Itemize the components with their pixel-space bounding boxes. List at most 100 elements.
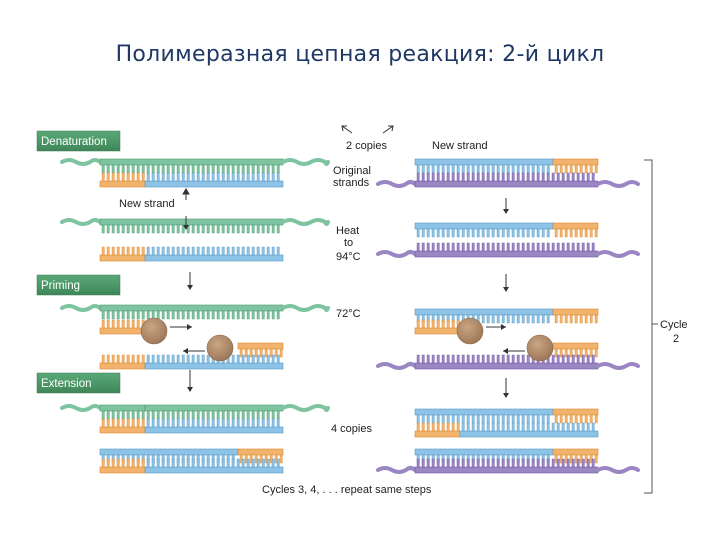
base (467, 459, 469, 467)
strand-segment (415, 173, 598, 187)
base (267, 247, 269, 255)
base (437, 243, 439, 251)
base (157, 411, 159, 419)
base (452, 459, 454, 467)
base (472, 355, 474, 363)
base (562, 243, 564, 251)
base (177, 165, 179, 173)
base (582, 173, 584, 181)
base (522, 315, 524, 323)
base (585, 165, 587, 173)
base (522, 415, 524, 423)
base (492, 173, 494, 181)
base (492, 355, 494, 363)
base (522, 423, 524, 431)
base (237, 459, 239, 467)
base (137, 355, 139, 363)
right-primer-2 (553, 343, 598, 357)
base (512, 229, 514, 237)
base (570, 165, 572, 173)
upward-arrow-new-strand (183, 189, 189, 200)
base (462, 173, 464, 181)
base (167, 225, 169, 233)
strand-segment (415, 409, 553, 423)
label-original-1: Original (333, 165, 371, 177)
base (167, 311, 169, 319)
base (172, 225, 174, 233)
base (127, 311, 129, 319)
base (452, 415, 454, 423)
base (422, 459, 424, 467)
base (122, 320, 124, 328)
base (572, 423, 574, 431)
base (157, 459, 159, 467)
strand-segment (100, 159, 283, 173)
base (502, 243, 504, 251)
base (162, 411, 164, 419)
base (467, 173, 469, 181)
base (442, 320, 444, 328)
backbone (415, 449, 553, 455)
base (482, 315, 484, 323)
base (442, 423, 444, 431)
base (487, 243, 489, 251)
base (122, 225, 124, 233)
base (107, 173, 109, 181)
backbone (145, 427, 283, 433)
base (152, 247, 154, 255)
base (432, 243, 434, 251)
base (552, 243, 554, 251)
base (427, 415, 429, 423)
base (102, 419, 104, 427)
base (192, 173, 194, 181)
base (212, 173, 214, 181)
strand-segment (100, 355, 145, 369)
base (232, 173, 234, 181)
base (147, 165, 149, 173)
backbone (100, 405, 145, 411)
base (532, 243, 534, 251)
base (575, 229, 577, 237)
base (152, 165, 154, 173)
strand-segment (100, 247, 145, 261)
backbone (415, 328, 460, 334)
base (537, 415, 539, 423)
base (277, 355, 279, 363)
base (527, 459, 529, 467)
base (477, 459, 479, 467)
base (267, 165, 269, 173)
base (437, 459, 439, 467)
base (580, 229, 582, 237)
base (507, 355, 509, 363)
base (547, 423, 549, 431)
base (232, 225, 234, 233)
base (237, 411, 239, 419)
base (532, 165, 534, 173)
dna-polymerase (207, 335, 233, 361)
base (472, 423, 474, 431)
base (507, 173, 509, 181)
strand-segment (100, 419, 145, 433)
base (575, 165, 577, 173)
base (555, 415, 557, 423)
base (532, 423, 534, 431)
base (567, 173, 569, 181)
base (587, 423, 589, 431)
base (232, 419, 234, 427)
base (162, 165, 164, 173)
base (417, 165, 419, 173)
base (432, 229, 434, 237)
base (162, 355, 164, 363)
base (477, 229, 479, 237)
base (162, 459, 164, 467)
right-extended-1a (415, 409, 598, 423)
base (182, 311, 184, 319)
base (192, 411, 194, 419)
base (142, 165, 144, 173)
base (227, 247, 229, 255)
base (122, 459, 124, 467)
base (197, 311, 199, 319)
base (552, 355, 554, 363)
base (267, 311, 269, 319)
base (247, 173, 249, 181)
